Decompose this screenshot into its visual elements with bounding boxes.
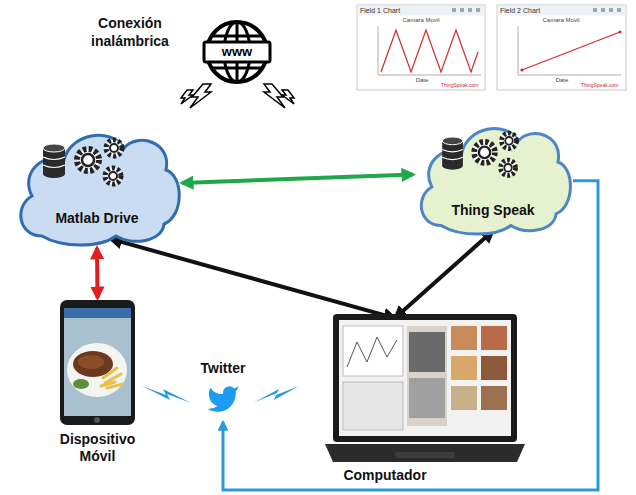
cloud-illustration — [12, 118, 182, 248]
laptop-illustration — [325, 312, 525, 487]
globe-icon — [204, 22, 270, 82]
node-label: Twitter — [191, 360, 255, 377]
watermark: ThingSpeak.com — [441, 82, 479, 89]
database-icon — [442, 137, 463, 170]
social-network: Twitter — [191, 360, 255, 422]
gear-icon — [474, 133, 516, 175]
node-label: Thing Speak — [421, 202, 565, 219]
database-icon — [43, 144, 65, 178]
axis-label: Date — [411, 77, 433, 84]
node-label: Dispositivo Móvil — [45, 431, 150, 465]
cloud-shape — [421, 129, 570, 235]
mobile-device: Dispositivo Móvil — [45, 298, 150, 473]
chart-header: Field 1 Chart — [360, 6, 400, 15]
watermark: ThingSpeak.com — [581, 82, 619, 89]
globe-text: www — [207, 44, 267, 60]
chart-title: Camara Movil — [371, 16, 471, 24]
network-label: Conexión inalámbrica — [78, 14, 182, 50]
chart-header: Field 2 Chart — [500, 6, 540, 15]
cloud-illustration — [413, 112, 573, 237]
chart-thumbnail — [497, 5, 626, 90]
connector-arrow — [95, 248, 100, 298]
computer: Computador — [325, 312, 525, 487]
gear-icon — [77, 140, 122, 184]
node-label: Computador — [325, 467, 445, 484]
cloud-shape — [21, 135, 179, 245]
node-label: Matlab Drive — [22, 210, 172, 227]
cloud-service: Matlab Drive — [12, 118, 182, 248]
chart-title: Camara Movil — [511, 16, 611, 24]
connector-arrow — [182, 175, 413, 184]
connector-arrow — [395, 231, 493, 318]
cloud-service: Thing Speak — [413, 112, 573, 237]
connector-arrow — [111, 239, 395, 318]
lightning-symbol — [181, 84, 294, 108]
axis-label: Date — [551, 77, 573, 84]
chart-thumbnail — [357, 5, 485, 90]
